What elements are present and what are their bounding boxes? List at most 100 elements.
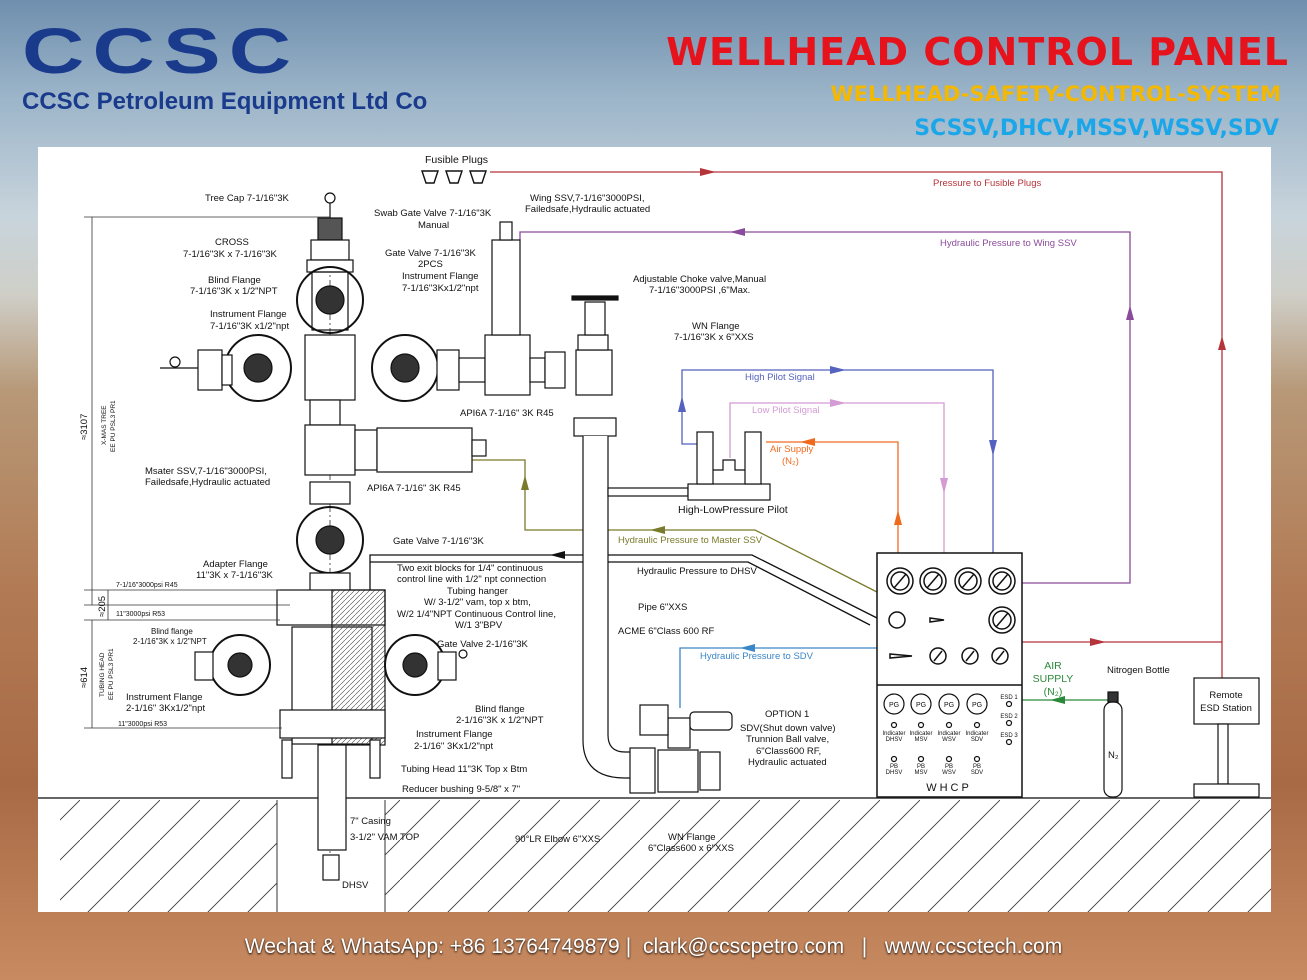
label-esd-station: ESD Station xyxy=(1200,703,1252,714)
dhsv-valve xyxy=(322,854,340,881)
label-exit-blocks: Two exit blocks for 1/4" continuous xyxy=(397,563,543,574)
pb-label: DHSV xyxy=(886,770,903,776)
footer-contact: Wechat & WhatsApp: +86 13764749879| clar… xyxy=(244,935,1063,958)
label-tubing-hanger-3: W/2 1/4"NPT Continuous Control line, xyxy=(397,609,556,620)
whcp-panel: PG PG PG PG Indicater DHSV Indicater MSV… xyxy=(876,552,1023,798)
label-blind-flange-left: Blind flange xyxy=(151,627,193,636)
fusible-plugs xyxy=(421,170,487,184)
label-option: OPTION 1 xyxy=(765,709,809,720)
esd-label: ESD 2 xyxy=(1000,714,1018,720)
label-gate-valve-lower: Gate Valve 7-1/16"3K xyxy=(393,536,485,547)
indicator-label: Indicater xyxy=(882,731,905,737)
line-low-pilot xyxy=(729,402,945,553)
label-gate-valve: Gate Valve 7-1/16"3K xyxy=(385,248,477,259)
pg-gauge-4: PG xyxy=(972,702,982,709)
label-instrument-flange-left: Instrument Flange xyxy=(126,692,203,703)
footer-email[interactable]: clark@ccscpetro.com xyxy=(643,935,845,958)
label-cross-2: 7-1/16"3K x 7-1/16"3K xyxy=(183,249,278,260)
indicator-label: Indicater xyxy=(909,731,932,737)
label-wn-flange-2: 7-1/16"3K x 6"XXS xyxy=(674,332,754,343)
label-sdv-2: Trunnion Ball valve, xyxy=(746,734,829,745)
line-master-ssv xyxy=(462,459,878,593)
pb-label: SDV xyxy=(971,770,983,776)
label-dhsv: DHSV xyxy=(342,880,369,891)
label-gate-valve-2in: Gate Valve 2-1/16"3K xyxy=(437,639,529,650)
remote-esd-station xyxy=(1193,677,1260,798)
footer-website[interactable]: www.ccsctech.com xyxy=(884,935,1063,958)
pb-label: MSV xyxy=(914,770,927,776)
line-fusible-pressure xyxy=(490,171,1223,678)
label-r53: 11"3000psi R53 xyxy=(116,611,165,618)
line-high-pilot xyxy=(681,369,994,553)
label-air: AIR xyxy=(1044,660,1062,672)
indicator-label: WSV xyxy=(942,737,956,743)
label-supply: SUPPLY xyxy=(1033,673,1074,685)
ccsc-logo: CCSC xyxy=(22,15,300,87)
flowline xyxy=(582,431,771,794)
label-pressure-wing: Hydraulic Pressure to Wing SSV xyxy=(940,238,1077,249)
label-swab-valve-2: Manual xyxy=(418,220,449,231)
label-xmas-tree-2: EE PU PSL3 PR1 xyxy=(110,400,117,452)
label-wing-ssv: Wing SSV,7-1/16"3000PSI, xyxy=(530,193,644,204)
label-blind-flange-right-2: 2-1/16"3K x 1/2"NPT xyxy=(456,715,544,726)
label-pipe: Pipe 6"XXS xyxy=(638,602,687,613)
label-pressure-dhsv: Hydraulic Pressure to DHSV xyxy=(637,566,758,577)
label-xmas-tree: X-MAS TREE xyxy=(101,405,108,445)
indicator-label: SDV xyxy=(971,737,983,743)
label-r53-lower: 11"3000psi R53 xyxy=(118,721,167,728)
label-tubing-hanger: Tubing hanger xyxy=(447,586,508,597)
swab-valve-wheel xyxy=(296,266,364,334)
line-wing-ssv xyxy=(519,231,1131,584)
ground xyxy=(38,797,1271,912)
master-ssv xyxy=(304,424,356,476)
casing xyxy=(317,744,347,851)
label-pressure-master: Hydraulic Pressure to Master SSV xyxy=(618,535,763,546)
sdv-valve xyxy=(657,749,699,793)
dimension-lines xyxy=(84,216,330,729)
label-gate-valve-2: 2PCS xyxy=(418,259,443,270)
label-sdv-4: Hydraulic actuated xyxy=(748,757,827,768)
label-tubing-head: Tubing Head 11"3K Top x Btm xyxy=(401,764,527,775)
label-pressure-sdv: Hydraulic Pressure to SDV xyxy=(700,651,814,662)
label-pilot: High-LowPressure Pilot xyxy=(678,504,788,516)
label-choke: Adjustable Choke valve,Manual xyxy=(633,274,766,285)
pb-label: PB xyxy=(945,764,953,770)
label-wn-flange-bottom: WN Flange xyxy=(668,832,716,843)
label-instrument-flange-2: 7-1/16"3K x1/2"npt xyxy=(210,321,289,332)
indicator-label: Indicater xyxy=(965,731,988,737)
pg-gauge-3: PG xyxy=(944,702,954,709)
label-air-supply: Air Supply xyxy=(770,444,814,455)
label-adapter-flange: Adapter Flange xyxy=(203,559,268,570)
line-labels: Pressure to Fusible Plugs Hydraulic Pres… xyxy=(618,178,1077,698)
label-tubing-hanger-4: W/1 3"BPV xyxy=(455,620,503,631)
wing-ssv xyxy=(484,334,531,396)
label-choke-2: 7-1/16"3000PSI ,6"Max. xyxy=(649,285,750,296)
choke-valve xyxy=(575,349,613,396)
page-title: WELLHEAD CONTROL PANEL xyxy=(666,30,1289,74)
label-n2: N₂ xyxy=(1108,750,1119,761)
pg-gauge-2: PG xyxy=(916,702,926,709)
indicator-label: Indicater xyxy=(937,731,960,737)
label-tree-cap: Tree Cap 7-1/16"3K xyxy=(205,193,289,204)
label-elbow: 90°LR Elbow 6"XXS xyxy=(515,834,600,845)
label-blind-flange-right: Blind flange xyxy=(475,704,525,715)
label-n2-supply: (N₂) xyxy=(1044,686,1063,698)
footer-phone: Wechat & WhatsApp: +86 13764749879 xyxy=(244,935,620,958)
nitrogen-bottle xyxy=(1103,691,1123,798)
label-r45: 7-1/16"3000psi R45 xyxy=(116,582,178,589)
label-cross: CROSS xyxy=(215,237,249,248)
line-sdv xyxy=(679,647,877,708)
pb-label: PB xyxy=(890,764,898,770)
pb-label: WSV xyxy=(942,770,956,776)
label-blind-flange-left-2: 2-1/16"3K x 1/2"NPT xyxy=(133,637,207,646)
label-nitrogen-bottle: Nitrogen Bottle xyxy=(1107,665,1170,676)
label-vam: 3-1/2" VAM TOP xyxy=(350,832,419,843)
label-master-ssv-2: Failedsafe,Hydraulic actuated xyxy=(145,477,270,488)
label-wn-flange-bottom-2: 6"Class600 x 6"XXS xyxy=(648,843,734,854)
esd-label: ESD 3 xyxy=(1000,733,1018,739)
christmas-tree xyxy=(160,192,619,881)
callout-labels: Fusible Plugs Tree Cap 7-1/16"3K Swab Ga… xyxy=(79,154,1252,891)
label-instrument-flange-rb: Instrument Flange xyxy=(416,729,493,740)
label-api6a-1: API6A 7-1/16" 3K R45 xyxy=(460,408,554,419)
